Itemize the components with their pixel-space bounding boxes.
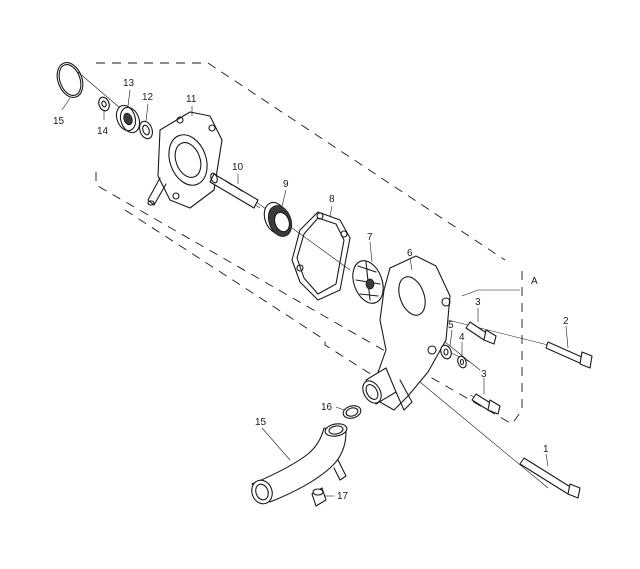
callout-12: 12 xyxy=(142,92,154,103)
part-8-gasket xyxy=(291,211,351,301)
part-10-shaft xyxy=(209,172,259,209)
callout-A: A xyxy=(531,276,538,287)
callout-10: 10 xyxy=(232,162,244,173)
callout-13: 13 xyxy=(123,78,135,89)
callout-9: 9 xyxy=(283,179,289,190)
assembly-outline xyxy=(95,62,523,425)
callout-17: 16 xyxy=(321,402,333,413)
part-5-washer xyxy=(440,344,452,360)
part-7-impeller xyxy=(352,260,384,304)
callout-1: 1 xyxy=(543,444,549,455)
part-14-washer xyxy=(98,96,110,112)
callout-3-upper: 3 xyxy=(475,297,481,308)
callout-labels: 15 14 13 12 11 10 9 8 7 6 A 3 2 5 4 3 16… xyxy=(53,78,569,502)
part-2-long-bolt xyxy=(545,341,593,369)
callout-15: 15 xyxy=(53,116,65,127)
callout-8: 8 xyxy=(329,194,335,205)
callout-7: 7 xyxy=(367,232,373,243)
callout-14: 14 xyxy=(97,126,109,137)
part-18-fitting xyxy=(311,487,327,507)
callout-3-lower: 3 xyxy=(481,369,487,380)
part-3-bolt-lower xyxy=(471,393,501,415)
callout-5: 5 xyxy=(448,320,454,331)
callout-2: 2 xyxy=(563,316,569,327)
part-16-hose-pipe xyxy=(251,423,348,505)
callout-16: 15 xyxy=(255,417,267,428)
part-4-washer xyxy=(457,355,467,369)
part-3-bolt-upper xyxy=(465,321,497,345)
part-9-mechanical-seal xyxy=(263,201,293,237)
callout-leaders xyxy=(61,89,569,497)
part-15-o-ring xyxy=(56,62,84,98)
part-17-o-ring xyxy=(342,405,362,419)
callout-18: 17 xyxy=(337,491,349,502)
callout-4: 4 xyxy=(459,332,465,343)
part-11-pump-cover xyxy=(147,111,223,209)
callout-11: 11 xyxy=(186,94,197,105)
part-13-bearing xyxy=(115,104,141,134)
part-6-pump-body xyxy=(362,255,451,411)
part-1-long-bolt xyxy=(519,457,581,499)
part-12-seal xyxy=(139,120,153,140)
callout-6: 6 xyxy=(407,248,413,259)
